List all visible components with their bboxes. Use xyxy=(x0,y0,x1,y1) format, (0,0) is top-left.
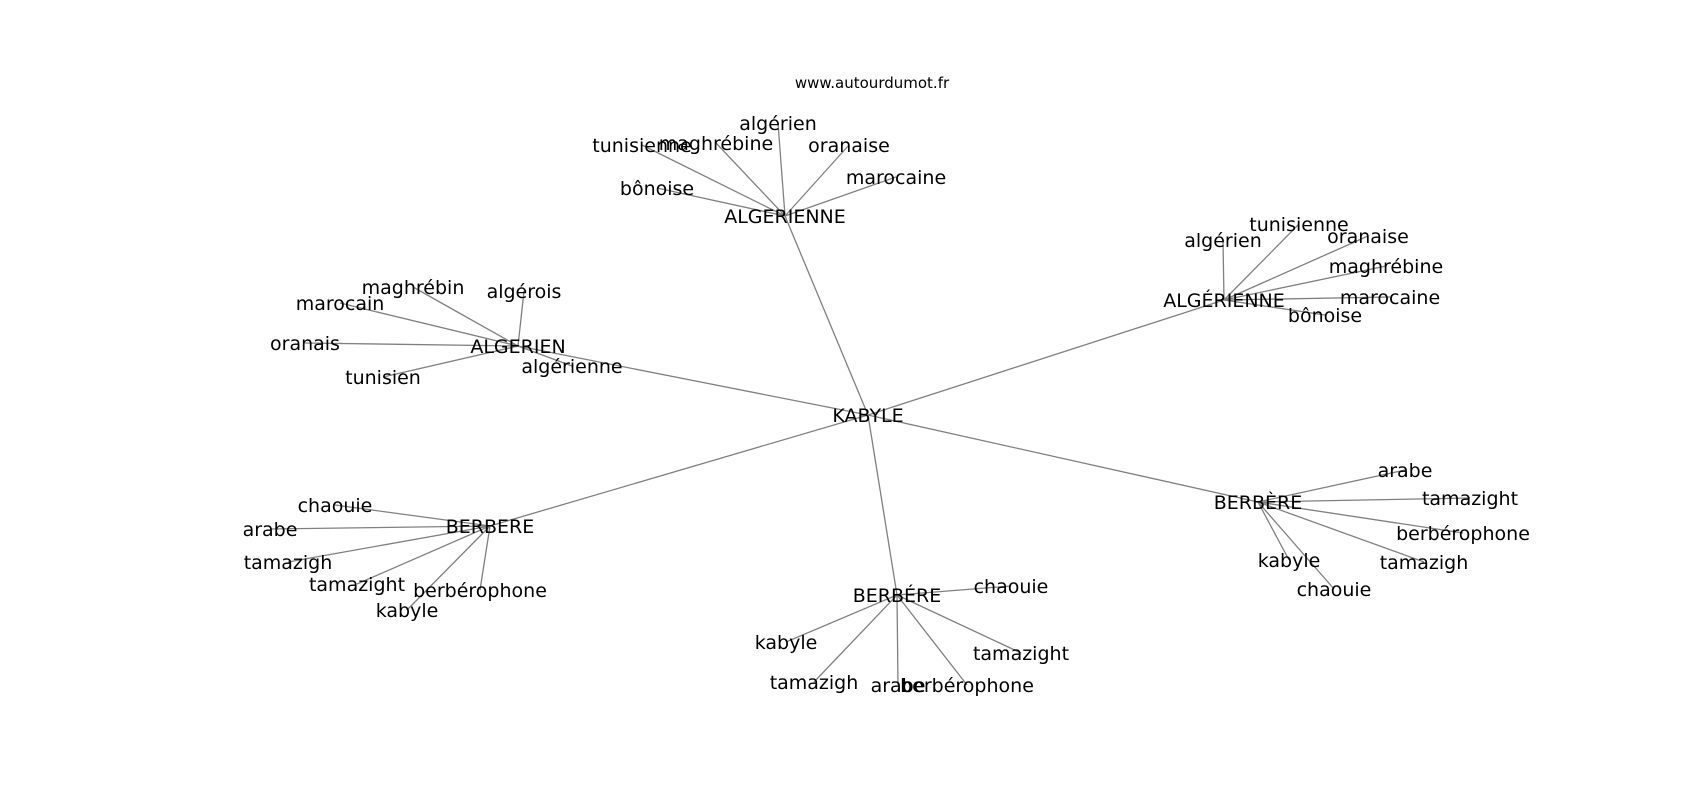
node-hub-0: ALGERIENNE xyxy=(724,206,846,228)
source-label[interactable]: www.autourdumot.fr xyxy=(795,74,950,92)
edge-root-to-hub-0 xyxy=(784,215,869,416)
edge-hub-2-to-leaf-2 xyxy=(339,302,519,347)
node-hub-2: ALGERIEN xyxy=(470,336,565,358)
edge-hub-1-to-leaf-5 xyxy=(1223,299,1326,316)
node-leaf-1-3: maghrébine xyxy=(1329,256,1443,278)
edge-hub-4-to-leaf-0 xyxy=(896,585,1012,596)
node-leaf-4-3: arabe xyxy=(871,675,926,697)
edge-hub-5-to-leaf-1 xyxy=(1257,497,1471,503)
node-leaf-2-0: maghrébin xyxy=(362,277,465,299)
node-leaf-4-1: kabyle xyxy=(755,632,818,654)
node-leaf-1-0: algérien xyxy=(1184,230,1262,252)
node-leaf-3-4: berbérophone xyxy=(413,580,547,602)
edge-hub-4-to-leaf-4 xyxy=(896,594,968,686)
node-hub-1: ALGÉRIENNE xyxy=(1163,289,1285,312)
edge-hub-4-to-leaf-1 xyxy=(785,594,898,643)
edge-hub-5-to-leaf-3 xyxy=(1257,501,1425,563)
node-leaf-0-0: algérien xyxy=(739,113,817,135)
edge-root-to-hub-5 xyxy=(867,414,1259,503)
edge-hub-3-to-leaf-3 xyxy=(356,525,491,585)
node-hub-3: BERBERE xyxy=(446,516,535,538)
edge-hub-3-to-leaf-0 xyxy=(334,504,491,527)
edge-hub-0-to-leaf-2 xyxy=(715,142,786,217)
node-leaf-0-3: oranaise xyxy=(808,135,890,157)
node-leaf-4-5: tamazight xyxy=(973,643,1069,665)
edge-hub-0-to-leaf-0 xyxy=(777,122,786,217)
node-leaf-3-5: kabyle xyxy=(376,600,439,622)
node-leaf-1-1: tunisienne xyxy=(1249,214,1348,236)
edge-hub-2-to-leaf-4 xyxy=(382,345,519,378)
edge-hub-2-to-leaf-3 xyxy=(304,342,519,347)
node-leaf-1-2: oranaise xyxy=(1327,226,1409,248)
node-leaf-4-2: tamazigh xyxy=(770,672,859,694)
node-leaf-2-3: oranais xyxy=(270,333,340,355)
edge-hub-1-to-leaf-1 xyxy=(1223,223,1300,301)
edge-hub-5-to-leaf-5 xyxy=(1257,501,1335,590)
edge-root-to-hub-3 xyxy=(489,414,869,527)
node-root: KABYLE xyxy=(832,405,903,427)
node-leaf-5-4: kabyle xyxy=(1258,550,1321,572)
node-leaf-5-1: tamazight xyxy=(1422,488,1518,510)
edge-hub-3-to-leaf-2 xyxy=(287,525,491,563)
node-leaf-2-2: marocain xyxy=(296,293,385,315)
edge-hub-2-to-leaf-1 xyxy=(517,290,525,347)
edge-root-to-hub-4 xyxy=(867,414,898,596)
edge-root-to-hub-2 xyxy=(517,345,869,416)
node-leaf-2-1: algérois xyxy=(487,281,562,303)
node-leaf-5-0: arabe xyxy=(1378,460,1433,482)
node-leaf-0-2: maghrébine xyxy=(659,133,773,155)
node-leaf-0-4: marocaine xyxy=(846,167,946,189)
edges-layer xyxy=(269,122,1471,686)
node-leaf-3-3: tamazight xyxy=(309,574,405,596)
edge-root-to-hub-1 xyxy=(867,299,1225,416)
edge-hub-1-to-leaf-0 xyxy=(1222,239,1225,301)
edge-hub-1-to-leaf-2 xyxy=(1223,235,1369,301)
edge-hub-2-to-leaf-5 xyxy=(517,345,573,367)
node-leaf-1-4: marocaine xyxy=(1340,287,1440,309)
node-leaf-4-4: berbérophone xyxy=(900,675,1034,697)
node-hub-5: BERBÈRE xyxy=(1214,491,1303,514)
node-hub-4: BERBÉRE xyxy=(853,584,942,607)
edge-hub-5-to-leaf-4 xyxy=(1257,501,1290,561)
node-leaf-5-3: tamazigh xyxy=(1380,552,1469,574)
edge-hub-1-to-leaf-3 xyxy=(1223,265,1387,301)
edge-hub-5-to-leaf-0 xyxy=(1257,469,1406,503)
edge-hub-0-to-leaf-1 xyxy=(641,144,786,217)
edge-hub-4-to-leaf-2 xyxy=(813,594,898,683)
edge-hub-3-to-leaf-1 xyxy=(269,525,491,530)
edge-hub-0-to-leaf-5 xyxy=(656,187,786,217)
node-leaf-5-2: berbérophone xyxy=(1396,523,1530,545)
edge-hub-0-to-leaf-4 xyxy=(784,176,897,217)
edge-hub-2-to-leaf-0 xyxy=(412,286,519,347)
node-leaf-2-5: algérienne xyxy=(521,356,622,378)
node-leaf-0-5: bônoise xyxy=(620,178,694,200)
edge-hub-3-to-leaf-5 xyxy=(406,525,491,611)
edge-hub-4-to-leaf-5 xyxy=(896,594,1022,654)
node-leaf-3-1: arabe xyxy=(243,519,298,541)
edge-hub-1-to-leaf-4 xyxy=(1223,296,1391,301)
edge-hub-4-to-leaf-3 xyxy=(896,594,899,686)
node-leaf-3-2: tamazigh xyxy=(244,552,333,574)
node-leaf-2-4: tunisien xyxy=(345,367,421,389)
node-leaf-0-1: tunisienne xyxy=(592,135,691,157)
node-leaf-1-5: bônoise xyxy=(1288,305,1362,327)
edge-hub-3-to-leaf-4 xyxy=(479,525,491,591)
node-leaf-3-0: chaouie xyxy=(298,495,373,517)
node-leaf-4-0: chaouie xyxy=(974,576,1049,598)
node-leaf-5-5: chaouie xyxy=(1297,579,1372,601)
edge-hub-5-to-leaf-2 xyxy=(1257,501,1464,534)
edge-hub-0-to-leaf-3 xyxy=(784,144,850,217)
